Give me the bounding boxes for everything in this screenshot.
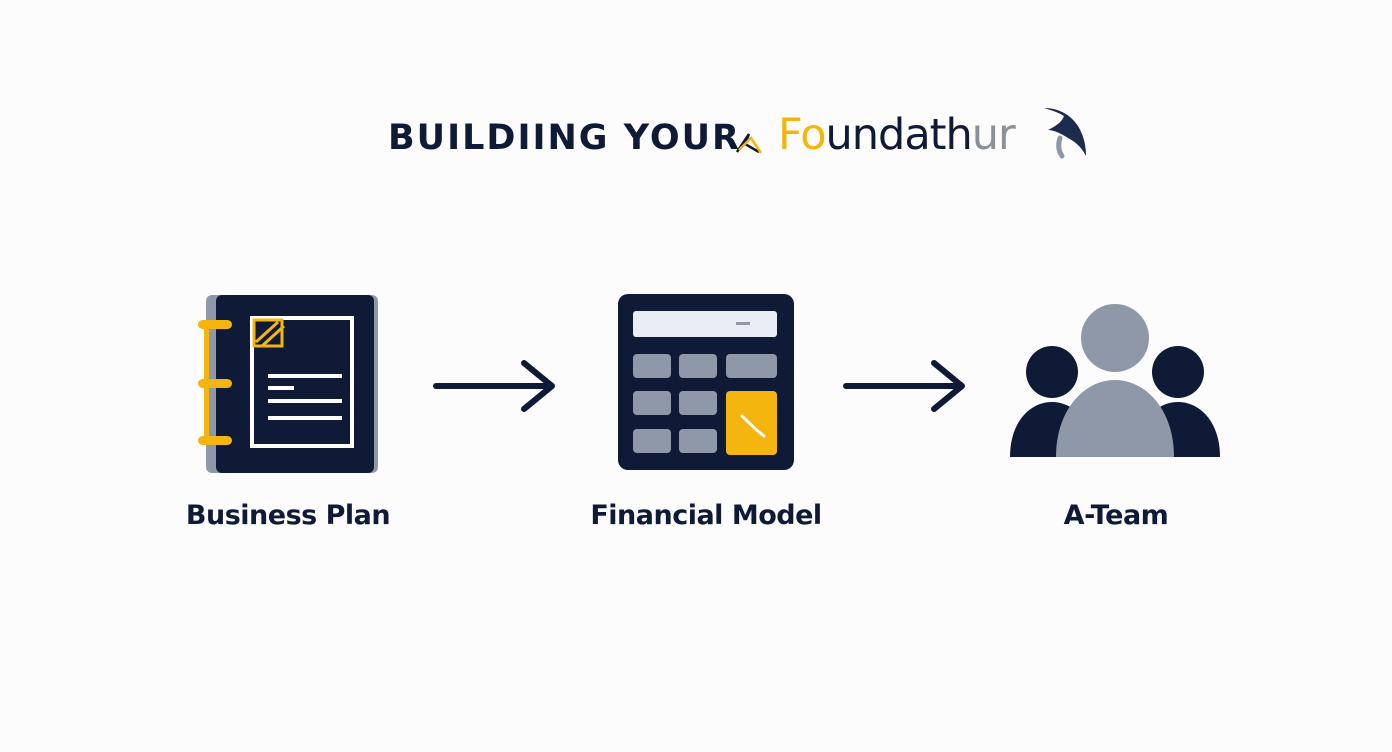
title-highlight: Fo (778, 110, 827, 160)
title-part-2: Foundathur (778, 110, 1016, 160)
calculator-icon (618, 294, 794, 470)
title-main: undath (825, 110, 973, 160)
arrow-right-icon (843, 360, 965, 412)
step-label-financial-model: Financial Model (590, 500, 822, 531)
swoosh-icon (735, 133, 763, 154)
team-people-icon (1010, 304, 1220, 457)
binder-document-icon (198, 295, 378, 473)
title-part-1: BUILDIING YOUR (388, 118, 741, 158)
arrow-right-icon (433, 360, 555, 412)
step-label-a-team: A-Team (1063, 500, 1169, 531)
title-row: BUILDIING YOUR Foundathur (0, 104, 1392, 174)
title-faded: ur (971, 110, 1016, 160)
step-label-business-plan: Business Plan (185, 500, 391, 531)
feather-icon (1044, 108, 1086, 159)
